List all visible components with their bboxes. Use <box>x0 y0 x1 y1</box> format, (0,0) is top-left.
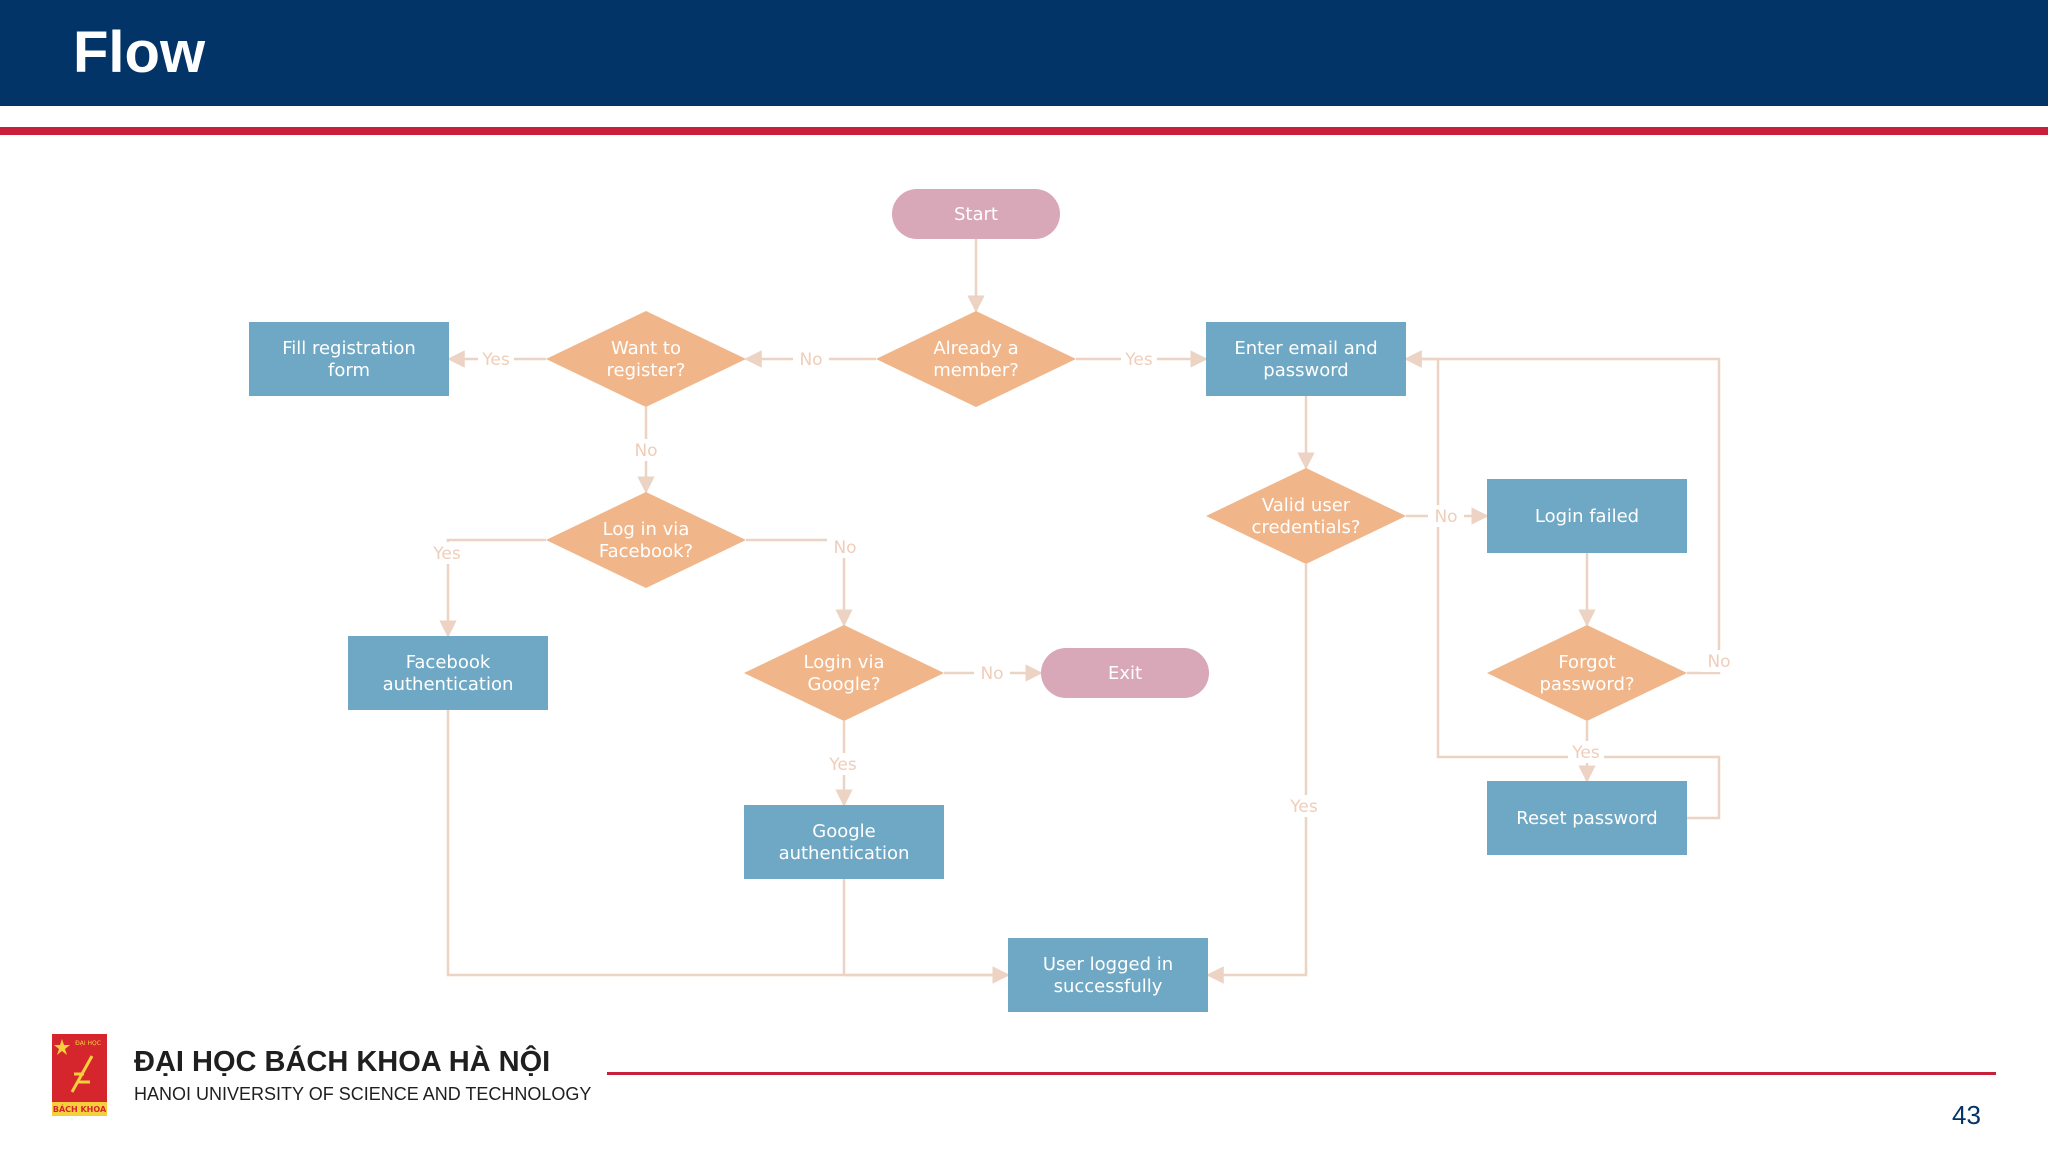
node-label-forgot: password? <box>1539 674 1634 695</box>
node-start: Start <box>892 189 1060 239</box>
header-divider <box>0 127 2048 135</box>
terminal-shape <box>1041 648 1209 698</box>
edge-label-yes: Yes <box>432 544 461 564</box>
node-label-exit: Exit <box>1108 663 1142 684</box>
edge-label-yes: Yes <box>1289 797 1318 817</box>
node-label-regform: form <box>328 360 370 381</box>
edge-label-background <box>825 753 861 775</box>
node-label-fbauth: Facebook <box>406 652 491 673</box>
edge-label-yes: Yes <box>828 755 857 775</box>
node-label-member: member? <box>933 360 1019 381</box>
edge-fbauth-to-loggedin <box>446 710 1010 984</box>
logo-text-bottom: BÁCH KHOA <box>53 1103 107 1114</box>
edge-label-background <box>1286 795 1322 817</box>
logo-text-top: ĐẠI HỌC <box>75 1040 101 1047</box>
node-label-regform: Fill registration <box>282 338 416 359</box>
process-shape <box>249 322 449 396</box>
node-label-register: Want to <box>611 338 681 359</box>
edge-label-background <box>974 662 1010 684</box>
edge-label-background <box>1428 505 1464 527</box>
process-shape <box>744 805 944 879</box>
university-name: ĐẠI HỌC BÁCH KHOA HÀ NỘI <box>134 1046 551 1078</box>
edge-gauth-to-loggedin <box>842 879 1010 984</box>
edge-label-yes: Yes <box>481 350 510 370</box>
edge-label-no: No <box>634 441 657 461</box>
node-label-email: Enter email and <box>1234 338 1377 359</box>
edge-label-yes: Yes <box>1571 743 1600 763</box>
node-label-gauth: authentication <box>779 843 910 864</box>
slide-title: Flow <box>73 20 206 85</box>
edge-label-background <box>1701 650 1737 672</box>
edge-label-background <box>478 348 514 370</box>
decision-shape <box>1206 468 1406 564</box>
node-label-loggedin: successfully <box>1054 976 1163 997</box>
node-exit: Exit <box>1041 648 1209 698</box>
decision-shape <box>744 625 944 721</box>
edge-label-background <box>827 536 863 558</box>
node-failed: Login failed <box>1487 479 1687 553</box>
node-label-fb: Log in via <box>603 519 690 540</box>
decision-shape <box>546 492 746 588</box>
node-reset: Reset password <box>1487 781 1687 855</box>
node-label-valid: Valid user <box>1262 495 1351 516</box>
node-label-reset: Reset password <box>1516 808 1657 829</box>
node-label-gauth: Google <box>812 821 875 842</box>
terminal-shape <box>892 189 1060 239</box>
node-label-loggedin: User logged in <box>1043 954 1173 975</box>
edge-label-background <box>429 542 465 564</box>
edge-label-no: No <box>799 350 822 370</box>
edge-label-background <box>793 348 829 370</box>
node-label-valid: credentials? <box>1252 517 1361 538</box>
edge-label-yes: Yes <box>1124 350 1153 370</box>
decision-shape <box>1487 625 1687 721</box>
node-label-email: password <box>1263 360 1348 381</box>
edge-label-no: No <box>980 664 1003 684</box>
edge-label-no: No <box>833 538 856 558</box>
process-shape <box>1487 479 1687 553</box>
node-label-member: Already a <box>933 338 1018 359</box>
edge-label-no: No <box>1707 652 1730 672</box>
node-label-fb: Facebook? <box>599 541 693 562</box>
node-label-google: Google? <box>807 674 880 695</box>
edge-label-no: No <box>1434 507 1457 527</box>
edge-label-background <box>628 439 664 461</box>
decision-shape <box>876 311 1076 407</box>
edge-reset-to-email <box>1404 350 1721 820</box>
process-shape <box>1487 781 1687 855</box>
node-label-register: register? <box>607 360 686 381</box>
node-label-start: Start <box>954 204 998 225</box>
node-label-fbauth: authentication <box>383 674 514 695</box>
edge-label-background <box>1568 741 1604 763</box>
university-logo: ĐẠI HỌC BÁCH KHOA <box>52 1034 107 1116</box>
decision-shape <box>546 311 746 407</box>
process-shape <box>348 636 548 710</box>
process-shape <box>1206 322 1406 396</box>
node-label-forgot: Forgot <box>1558 652 1615 673</box>
university-subtitle: HANOI UNIVERSITY OF SCIENCE AND TECHNOLO… <box>134 1084 592 1104</box>
edge-fb-to-fbauth <box>439 538 546 638</box>
node-label-google: Login via <box>804 652 885 673</box>
node-label-failed: Login failed <box>1535 506 1639 527</box>
slide-header: Flow <box>0 0 2048 106</box>
edge-label-background <box>1121 348 1157 370</box>
edge-valid-to-loggedin <box>1206 564 1308 984</box>
page-number: 43 <box>1952 1100 1981 1130</box>
footer-divider <box>607 1072 1996 1075</box>
edge-forgot-to-email <box>1404 350 1721 675</box>
process-shape <box>1008 938 1208 1012</box>
